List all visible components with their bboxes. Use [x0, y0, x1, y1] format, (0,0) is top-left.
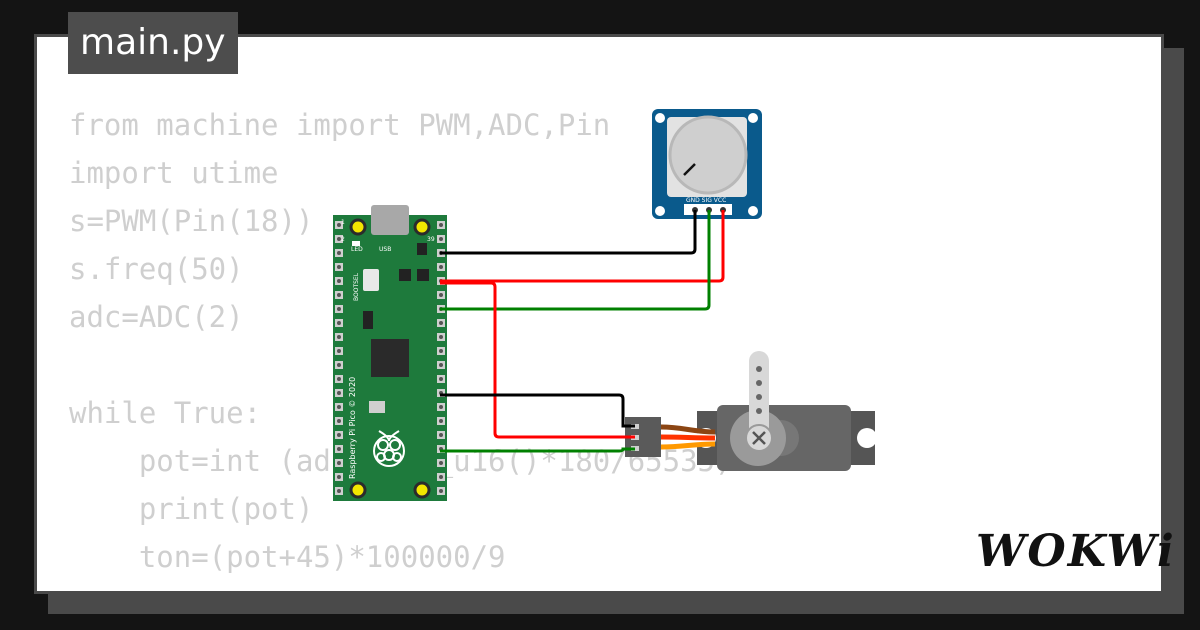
wire-signal-servo[interactable] — [440, 447, 635, 453]
header-pin-hole — [439, 223, 443, 227]
header-pin-hole — [439, 405, 443, 409]
servo-cable-orange — [660, 441, 716, 450]
led — [352, 241, 360, 246]
code-editor[interactable]: from machine import PWM,ADC,Pin import ut… — [69, 101, 732, 591]
bootsel-label: BOOTSEL — [353, 272, 360, 301]
header-pin-hole — [337, 433, 341, 437]
header-pin-hole — [337, 461, 341, 465]
chip — [363, 311, 373, 329]
servo-motor[interactable] — [625, 351, 877, 471]
header-pin-hole — [439, 433, 443, 437]
flash-chip — [369, 401, 385, 413]
header-pin-hole — [337, 377, 341, 381]
mount-hole — [655, 206, 665, 216]
horn-hole — [756, 380, 762, 386]
header-pin-hole — [439, 461, 443, 465]
header-pin-hole — [337, 391, 341, 395]
chip — [399, 269, 411, 281]
header-pin-hole — [439, 237, 443, 241]
header-pin-hole — [439, 419, 443, 423]
board-name-label: Raspberry Pi Pico © 2020 — [348, 377, 357, 479]
wire-gnd-pot[interactable] — [440, 210, 697, 255]
pin-number-1: 1 — [341, 219, 345, 226]
wokwi-logo: WOKWi — [976, 526, 1176, 577]
servo-cable-red — [660, 434, 716, 441]
header-pin-hole — [337, 251, 341, 255]
led-label: LED — [351, 246, 363, 253]
bootsel-button[interactable] — [363, 269, 379, 291]
header-pin-hole — [439, 321, 443, 325]
code-line: s=PWM(Pin(18)) — [69, 204, 314, 238]
header-pin-hole — [439, 489, 443, 493]
rp2040-chip — [371, 339, 409, 377]
usb-label: USB — [379, 246, 391, 253]
header-pin-hole — [337, 419, 341, 423]
servo-mount-hole — [857, 428, 877, 448]
code-line: print(pot) — [69, 492, 314, 526]
header-pin-hole — [439, 349, 443, 353]
code-line: while True: — [69, 396, 262, 430]
header-pin-hole — [337, 321, 341, 325]
raspberry-logo-icon — [373, 430, 405, 467]
header-pin-hole — [439, 335, 443, 339]
chip — [417, 243, 427, 255]
header-pin-hole — [337, 279, 341, 283]
screw-cross-icon — [752, 431, 766, 445]
raspberry-pi-pico[interactable]: LED USB 1 2 39 BOOTSEL Raspberry Pi Pico… — [333, 205, 447, 501]
mount-hole — [748, 206, 758, 216]
pot-pin-labels: GND SIG VCC — [686, 197, 726, 204]
header-pin-hole — [337, 223, 341, 227]
code-line: s.duty_ns(int(ton)) — [69, 581, 732, 591]
pins-left — [335, 221, 343, 495]
mount-hole — [655, 113, 665, 123]
pin-number-39: 39 — [427, 236, 435, 243]
mount-hole — [349, 218, 367, 236]
header-pin-hole — [337, 335, 341, 339]
wire-vcc-pot[interactable] — [440, 210, 725, 283]
header-pin-hole — [337, 475, 341, 479]
pot-indicator — [683, 163, 696, 176]
horn-hole — [756, 366, 762, 372]
header-pin-hole — [337, 349, 341, 353]
header-pin-hole — [439, 265, 443, 269]
header-pin-hole — [337, 237, 341, 241]
mount-hole — [413, 481, 431, 499]
horn-hole — [756, 408, 762, 414]
circuit-diagram[interactable]: LED USB 1 2 39 BOOTSEL Raspberry Pi Pico… — [37, 37, 1164, 594]
header-pin-hole — [337, 293, 341, 297]
code-line: import utime — [69, 156, 279, 190]
horn-hole — [756, 394, 762, 400]
usb-connector — [371, 205, 409, 235]
preview-card: from machine import PWM,ADC,Pin import ut… — [34, 34, 1164, 594]
header-pin-hole — [439, 363, 443, 367]
header-pin-hole — [337, 363, 341, 367]
header-pin-hole — [337, 265, 341, 269]
header-pin-hole — [337, 307, 341, 311]
header-pin-hole — [439, 475, 443, 479]
pot-knob[interactable] — [668, 115, 748, 195]
chip — [417, 269, 429, 281]
code-line: from machine import PWM,ADC,Pin — [69, 108, 611, 142]
wire-vcc-servo[interactable] — [440, 281, 635, 439]
file-tab[interactable]: main.py — [68, 12, 238, 74]
servo-cable-brown — [660, 424, 716, 435]
header-pin-hole — [337, 405, 341, 409]
mount-hole — [748, 113, 758, 123]
code-line: adc=ADC(2) — [69, 300, 244, 334]
code-line: ton=(pot+45)*100000/9 — [69, 540, 506, 574]
header-pin-hole — [439, 377, 443, 381]
header-pin-hole — [337, 489, 341, 493]
pin-number-2: 2 — [341, 236, 345, 243]
wires — [440, 210, 725, 453]
header-pin-hole — [439, 293, 443, 297]
mount-hole — [413, 218, 431, 236]
mount-hole — [349, 481, 367, 499]
potentiometer[interactable]: GND SIG VCC — [652, 109, 762, 219]
header-pin-hole — [337, 447, 341, 451]
wire-sig-pot[interactable] — [440, 210, 711, 311]
code-line: s.freq(50) — [69, 252, 244, 286]
wire-gnd-servo[interactable] — [440, 393, 635, 428]
